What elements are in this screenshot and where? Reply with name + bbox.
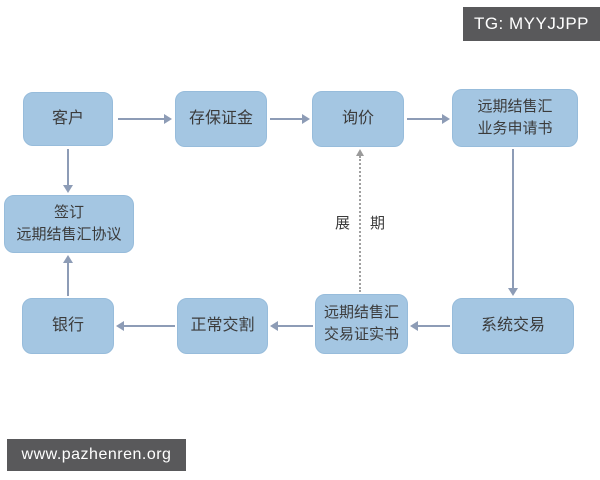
arrowhead-right-icon: [302, 114, 310, 124]
arrow-shaft: [123, 325, 175, 327]
rollover-label-char2: 期: [368, 211, 386, 234]
arrow-shaft: [67, 262, 69, 296]
arrow-confirmation-to-delivery: [270, 321, 313, 331]
arrow-system-to-confirmation: [410, 321, 450, 331]
arrow-shaft: [417, 325, 450, 327]
node-sign-agreement-label: 签订 远期结售汇协议: [16, 204, 122, 243]
arrow-shaft: [270, 118, 303, 120]
arrow-bank-to-agreement: [63, 255, 73, 296]
arrowhead-left-icon: [116, 321, 124, 331]
arrowhead-up-icon: [63, 255, 73, 263]
arrow-inquiry-to-application: [407, 114, 450, 124]
rollover-label-char1: 展: [334, 211, 352, 234]
arrowhead-right-icon: [164, 114, 172, 124]
rollover-edge-label: 展 期: [334, 211, 386, 234]
watermark-top-right: TG: MYYJJPP: [463, 7, 600, 41]
arrow-customer-to-deposit: [118, 114, 172, 124]
node-normal-delivery: 正常交割: [177, 298, 268, 354]
node-bank: 银行: [22, 298, 114, 354]
node-bank-label: 银行: [51, 317, 84, 335]
watermark-bottom-left: www.pazhenren.org: [7, 439, 186, 471]
node-inquiry-label: 询价: [341, 110, 374, 128]
dotted-arrow-shaft: [359, 156, 361, 292]
node-sign-agreement: 签订 远期结售汇协议: [4, 195, 134, 253]
node-customer-label: 客户: [51, 110, 84, 128]
node-application-form-label: 远期结售汇 业务申请书: [477, 98, 553, 137]
node-customer: 客户: [23, 92, 113, 146]
arrow-shaft: [277, 325, 313, 327]
arrowhead-left-icon: [270, 321, 278, 331]
node-deposit-margin: 存保证金: [175, 91, 267, 147]
arrow-shaft: [512, 149, 514, 289]
arrowhead-down-icon: [508, 288, 518, 296]
arrow-shaft: [67, 149, 69, 186]
arrowhead-up-icon: [356, 149, 364, 156]
node-inquiry: 询价: [312, 91, 404, 147]
node-normal-delivery-label: 正常交割: [190, 317, 255, 335]
arrow-shaft: [407, 118, 443, 120]
node-system-trade: 系统交易: [452, 298, 574, 354]
arrowhead-left-icon: [410, 321, 418, 331]
node-application-form: 远期结售汇 业务申请书: [452, 89, 578, 147]
node-system-trade-label: 系统交易: [480, 317, 545, 335]
arrow-customer-to-agreement: [63, 149, 73, 193]
arrow-shaft: [118, 118, 165, 120]
node-trade-confirmation-label: 远期结售汇 交易证实书: [323, 304, 399, 343]
arrow-application-to-system: [508, 149, 518, 296]
arrow-rollover-dotted: [355, 149, 365, 292]
arrowhead-down-icon: [63, 185, 73, 193]
arrow-delivery-to-bank: [116, 321, 175, 331]
arrow-deposit-to-inquiry: [270, 114, 310, 124]
arrowhead-right-icon: [442, 114, 450, 124]
node-trade-confirmation: 远期结售汇 交易证实书: [315, 294, 408, 354]
node-deposit-margin-label: 存保证金: [188, 110, 253, 128]
